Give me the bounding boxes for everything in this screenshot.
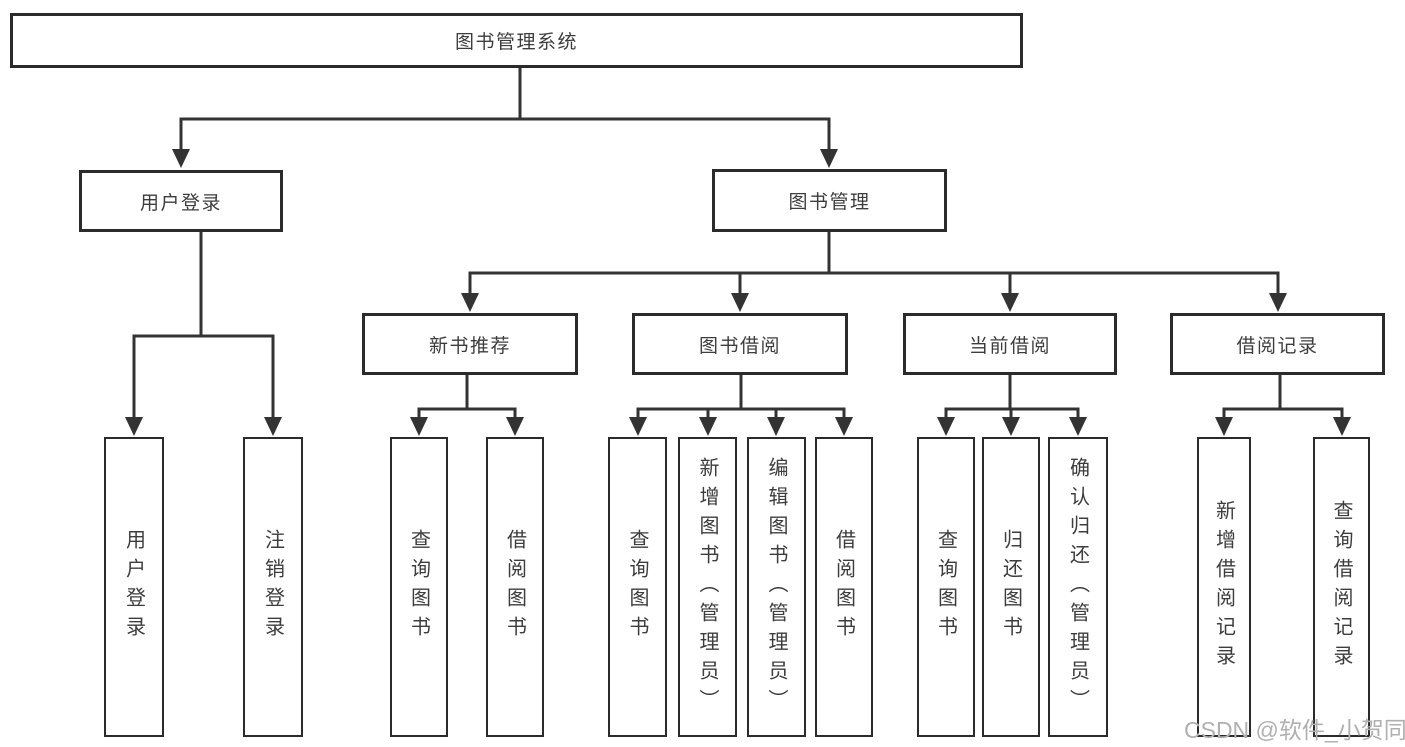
- watermark: CSDN @软件_小贺同学: [1184, 717, 1405, 743]
- node-book-management: 图书管理: [712, 169, 947, 232]
- leaf-return-books: 归还图书: [982, 437, 1040, 737]
- node-current-borrowing: 当前借阅: [903, 313, 1117, 375]
- arrowheads-group: [125, 149, 1351, 436]
- leaf-confirm-return-admin: 确认归还（管理员）: [1048, 437, 1108, 737]
- node-user-login: 用户登录: [79, 170, 283, 232]
- leaf-borrow-books-1: 借阅图书: [486, 437, 544, 737]
- leaf-add-book-admin: 新增图书（管理员）: [678, 437, 737, 737]
- leaf-logout: 注销登录: [243, 437, 303, 737]
- node-borrowing-records: 借阅记录: [1170, 313, 1385, 375]
- leaf-add-borrow-record: 新增借阅记录: [1197, 437, 1251, 737]
- leaf-user-login: 用户登录: [104, 437, 164, 737]
- node-book-borrowing: 图书借阅: [632, 313, 848, 375]
- leaf-query-borrow-record: 查询借阅记录: [1313, 437, 1370, 737]
- leaf-query-books-2: 查询图书: [608, 437, 667, 737]
- leaf-edit-book-admin: 编辑图书（管理员）: [747, 437, 806, 737]
- leaf-query-books-1: 查询图书: [390, 437, 448, 737]
- node-new-book-recommend: 新书推荐: [362, 313, 578, 375]
- node-root: 图书管理系统: [10, 13, 1023, 68]
- leaf-query-books-3: 查询图书: [917, 437, 975, 737]
- leaf-borrow-books-2: 借阅图书: [815, 437, 873, 737]
